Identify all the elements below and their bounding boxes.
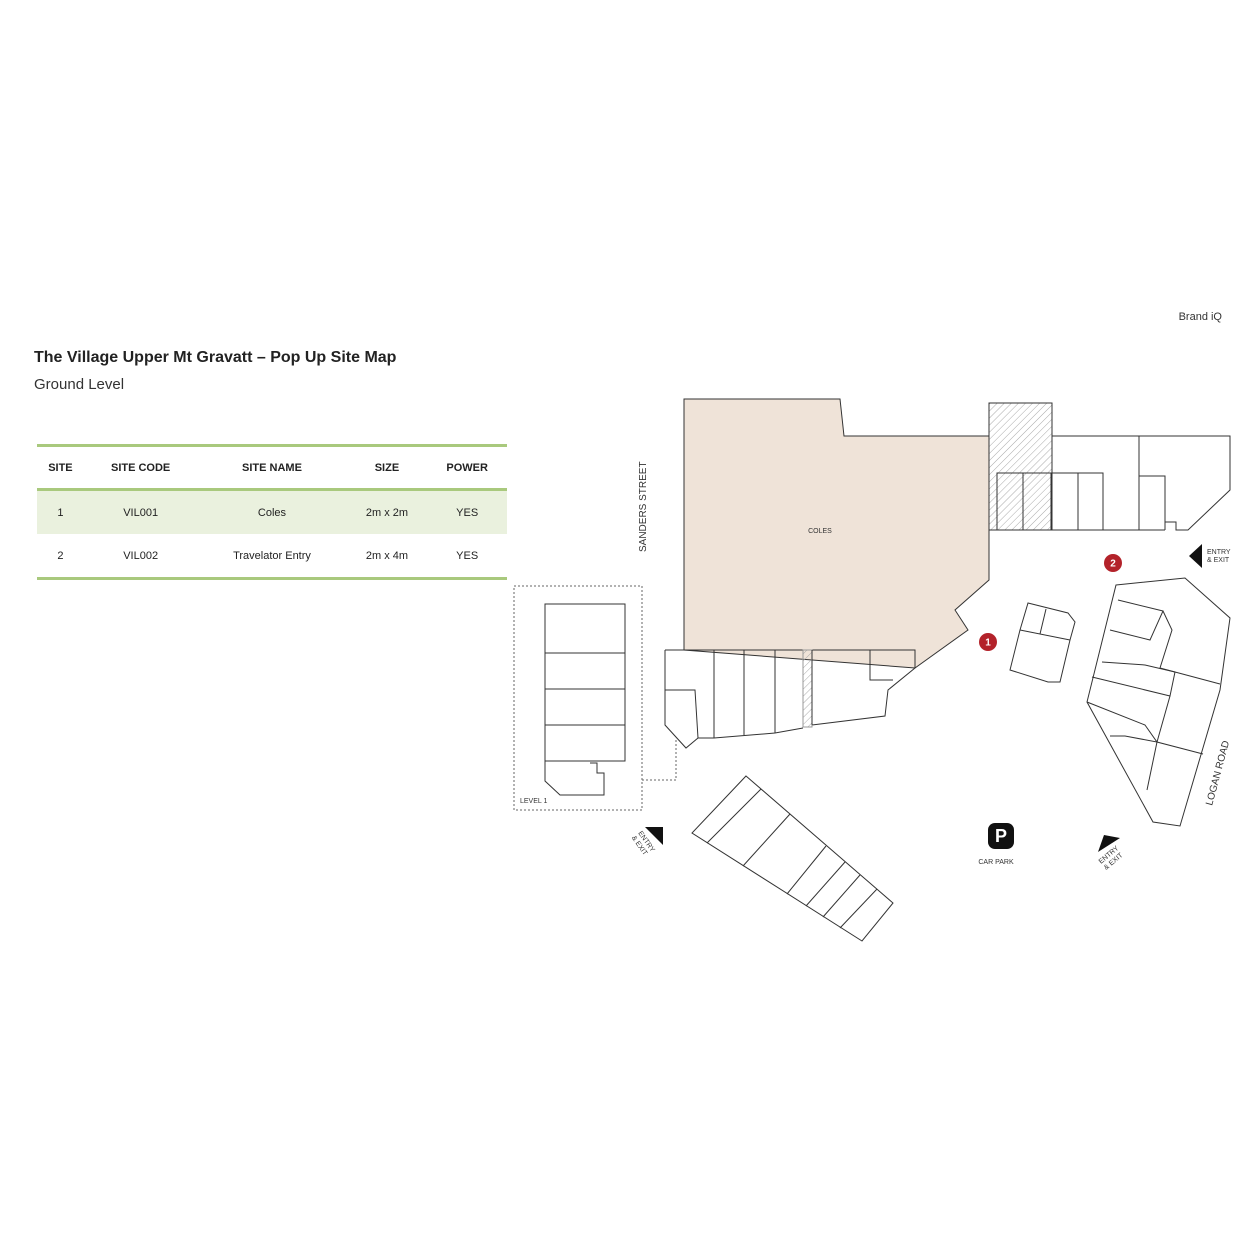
entry-arrow-icon xyxy=(645,827,663,845)
site-marker-1-label: 1 xyxy=(985,638,991,649)
coles-building xyxy=(683,398,990,669)
cell-size: 2m x 2m xyxy=(365,506,409,519)
level-1-block xyxy=(513,585,677,811)
car-park-symbol: P xyxy=(995,826,1007,846)
cell-site: 2 xyxy=(57,549,64,562)
cell-power: YES xyxy=(456,506,479,519)
logan-road-label: LOGAN ROAD xyxy=(1204,740,1232,807)
level-1-label: LEVEL 1 xyxy=(520,798,547,805)
header-site-code: SITE CODE xyxy=(110,461,171,474)
shops-top-right xyxy=(988,402,1231,531)
entry-exit-right: ENTRY & EXIT xyxy=(1189,544,1231,568)
cell-site-name: Coles xyxy=(257,506,287,519)
coles-label: COLES xyxy=(808,528,832,535)
entry-right-line1: ENTRY xyxy=(1207,549,1231,556)
cell-site-code: VIL001 xyxy=(123,506,159,519)
shops-bottom-strip xyxy=(691,775,894,942)
site-marker-2[interactable]: 2 xyxy=(1104,554,1122,572)
entry-arrow-icon xyxy=(1189,544,1202,568)
table-header-row: SITE SITE CODE SITE NAME SIZE POWER xyxy=(37,445,507,490)
page-subtitle: Ground Level xyxy=(34,376,125,393)
cell-size: 2m x 4m xyxy=(365,549,409,562)
entry-exit-bottom: ENTRY & EXIT xyxy=(1098,835,1125,872)
header-site-name: SITE NAME xyxy=(242,461,302,474)
entry-right-line2: & EXIT xyxy=(1207,557,1230,564)
table-row: 1 VIL001 Coles 2m x 2m YES xyxy=(37,489,507,534)
site-marker-2-label: 2 xyxy=(1110,559,1116,570)
cell-site-name: Travelator Entry xyxy=(233,549,311,562)
car-park-label: CAR PARK xyxy=(978,859,1014,866)
sanders-street-label: SANDERS STREET xyxy=(638,461,649,552)
entry-arrow-icon xyxy=(1098,835,1120,852)
header-site: SITE xyxy=(48,461,73,474)
car-park-icon: P xyxy=(988,823,1014,849)
table-row: 2 VIL002 Travelator Entry 2m x 4m YES xyxy=(37,534,507,579)
page-title: The Village Upper Mt Gravatt – Pop Up Si… xyxy=(34,349,397,366)
cell-site-code: VIL002 xyxy=(123,549,159,562)
shops-below-coles xyxy=(664,649,916,749)
brand-label: Brand iQ xyxy=(1178,311,1222,323)
entry-exit-left: ENTRY & EXIT xyxy=(630,827,663,857)
site-marker-1[interactable]: 1 xyxy=(979,633,997,651)
header-power: POWER xyxy=(446,461,488,474)
cell-power: YES xyxy=(456,549,479,562)
cell-site: 1 xyxy=(57,506,64,519)
island-kiosk xyxy=(1009,602,1076,683)
sites-table: SITE SITE CODE SITE NAME SIZE POWER 1 VI… xyxy=(37,444,507,580)
header-size: SIZE xyxy=(374,461,400,474)
shops-logan-road xyxy=(1086,577,1231,827)
